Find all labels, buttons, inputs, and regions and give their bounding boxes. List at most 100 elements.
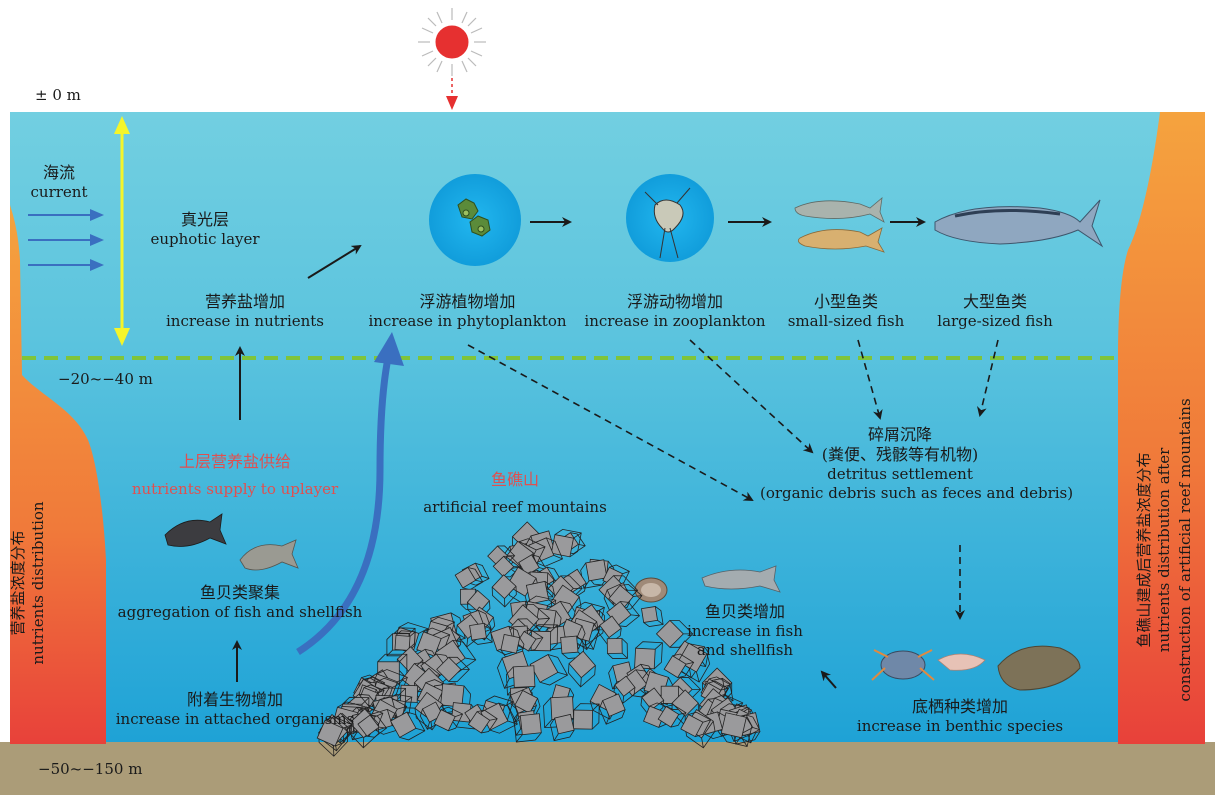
- current-arrows: [28, 214, 92, 266]
- small-fish-label-zh: 小型鱼类: [813, 292, 878, 311]
- detritus-label: 碎屑沉降 (粪便、残骸等有机物) detritus settlement (or…: [760, 425, 1074, 503]
- small-fish-label-en: small-sized fish: [787, 312, 905, 330]
- reef-block: [657, 704, 687, 728]
- reef-block: [513, 713, 542, 743]
- reef-block: [550, 713, 575, 742]
- detritus-label-en2: (organic debris such as feces and debris…: [760, 483, 1074, 502]
- detritus-label-zh2: (粪便、残骸等有机物): [821, 445, 979, 464]
- euphotic-label: 真光层 euphotic layer: [145, 210, 265, 249]
- fish-increase-label-zh: 鱼贝类增加: [704, 602, 785, 621]
- depth-surface-label: ± 0 m: [35, 86, 81, 104]
- reef-block: [454, 566, 484, 591]
- right-nutrient-profile: [1118, 112, 1205, 744]
- current-label-zh: 海流: [42, 163, 75, 182]
- reef-block: [316, 716, 353, 747]
- current-label-en: current: [30, 183, 88, 201]
- attached-label-en: increase in attached organisms: [115, 710, 355, 728]
- euphotic-label-zh: 真光层: [180, 210, 229, 229]
- aggregation-label-en: aggregation of fish and shellfish: [117, 603, 363, 621]
- reef-block: [550, 528, 582, 558]
- reef-block: [357, 714, 388, 738]
- fish-increase-label-en2: and shellfish: [696, 640, 794, 659]
- right-panel-label: 鱼礁山建成后营养盐浓度分布 nutrients distribution aft…: [1134, 385, 1210, 715]
- left-panel-label: 营养盐浓度分布 nutrients distribution: [8, 463, 62, 703]
- reef-block: [436, 656, 470, 683]
- zooplankton-label-en: increase in zooplankton: [584, 312, 766, 330]
- reef-block: [467, 709, 498, 734]
- reef-block: [394, 630, 416, 651]
- reef-label-zh: 鱼礁山: [490, 470, 539, 489]
- reef-block: [680, 711, 712, 738]
- aggregation-label-zh: 鱼贝类聚集: [199, 583, 280, 602]
- zooplankton-label-zh: 浮游动物增加: [626, 292, 723, 311]
- reef-block: [492, 555, 522, 578]
- fish-increase-label: 鱼贝类增加 increase in fish and shellfish: [680, 602, 810, 660]
- small-fish-icon: [794, 197, 885, 253]
- reef-block: [529, 654, 569, 686]
- phytoplankton-icon: [429, 174, 521, 266]
- left-panel-label-en: nutrients distribution: [29, 501, 48, 665]
- upwelling-arrow: [296, 357, 392, 655]
- left-nutrient-profile: [10, 205, 106, 744]
- reef-block: [528, 537, 564, 567]
- nutrients-label: 营养盐增加 increase in nutrients: [160, 292, 330, 331]
- phytoplankton-label: 浮游植物增加 increase in phytoplankton: [360, 292, 575, 331]
- reef-block: [663, 653, 695, 679]
- attached-label-zh: 附着生物增加: [186, 690, 283, 709]
- benthic-label-en: increase in benthic species: [856, 717, 1064, 735]
- nutrient-supply-label: 上层营养盐供给 nutrients supply to uplayer: [120, 452, 350, 499]
- aggregation-label: 鱼贝类聚集 aggregation of fish and shellfish: [110, 583, 370, 622]
- nutrient-supply-label-zh: 上层营养盐供给: [178, 452, 291, 471]
- nutrients-label-zh: 营养盐增加: [204, 292, 285, 311]
- phytoplankton-label-zh: 浮游植物增加: [419, 292, 516, 311]
- reef-block: [720, 712, 753, 747]
- reef-block: [390, 711, 426, 741]
- right-panel-label-en2: construction of artificial reef mountain…: [1175, 398, 1194, 702]
- euphotic-label-en: euphotic layer: [150, 230, 260, 248]
- reef-block: [515, 629, 544, 652]
- reef-block: [433, 706, 464, 732]
- reef-block: [573, 703, 600, 730]
- sun-icon: [418, 8, 486, 76]
- reef-block: [580, 559, 608, 589]
- reef-block: [491, 574, 517, 608]
- small-fish-label: 小型鱼类 small-sized fish: [776, 292, 916, 331]
- aggregation-fish-icon: [164, 513, 299, 571]
- depth-bottom-label: −50~−150 m: [38, 760, 143, 778]
- phytoplankton-label-en: increase in phytoplankton: [368, 312, 567, 330]
- reef-block: [416, 627, 451, 657]
- large-fish-label-zh: 大型鱼类: [962, 292, 1027, 311]
- current-label: 海流 current: [28, 163, 90, 202]
- reef-block: [641, 606, 664, 628]
- right-panel-label-en: nutrients distribution after: [1155, 447, 1174, 653]
- detritus-label-en: detritus settlement: [827, 465, 973, 483]
- attached-organisms-label: 附着生物增加 increase in attached organisms: [105, 690, 365, 729]
- depth-middle-label: −20~−40 m: [58, 370, 153, 388]
- benthic-label: 底栖种类增加 increase in benthic species: [840, 697, 1080, 736]
- benthic-label-zh: 底栖种类增加: [911, 697, 1008, 716]
- reef-block: [469, 622, 493, 645]
- euphotic-depth-arrow: [114, 116, 130, 346]
- large-fish-label: 大型鱼类 large-sized fish: [925, 292, 1065, 331]
- detritus-label-zh: 碎屑沉降: [867, 425, 932, 444]
- large-fish-icon: [934, 199, 1104, 248]
- reef-block: [599, 693, 626, 725]
- reef-block: [567, 650, 596, 688]
- large-fish-label-en: large-sized fish: [937, 312, 1053, 330]
- seabed: [0, 742, 1215, 795]
- reef-label: 鱼礁山 artificial reef mountains: [400, 470, 630, 517]
- benthic-species-icon: [871, 645, 1081, 691]
- zooplankton-label: 浮游动物增加 increase in zooplankton: [575, 292, 775, 331]
- fish-increase-label-en: increase in fish: [687, 622, 803, 640]
- right-panel-label-zh: 鱼礁山建成后营养盐浓度分布: [1135, 452, 1153, 648]
- reef-block: [606, 638, 628, 659]
- reef-label-en: artificial reef mountains: [423, 498, 607, 516]
- reef-block: [634, 641, 663, 670]
- reef-block: [655, 619, 694, 648]
- left-panel-label-zh: 营养盐浓度分布: [9, 530, 27, 636]
- zooplankton-icon: [626, 174, 714, 262]
- reef-block: [608, 584, 643, 611]
- nutrient-supply-label-en: nutrients supply to uplayer: [131, 480, 339, 498]
